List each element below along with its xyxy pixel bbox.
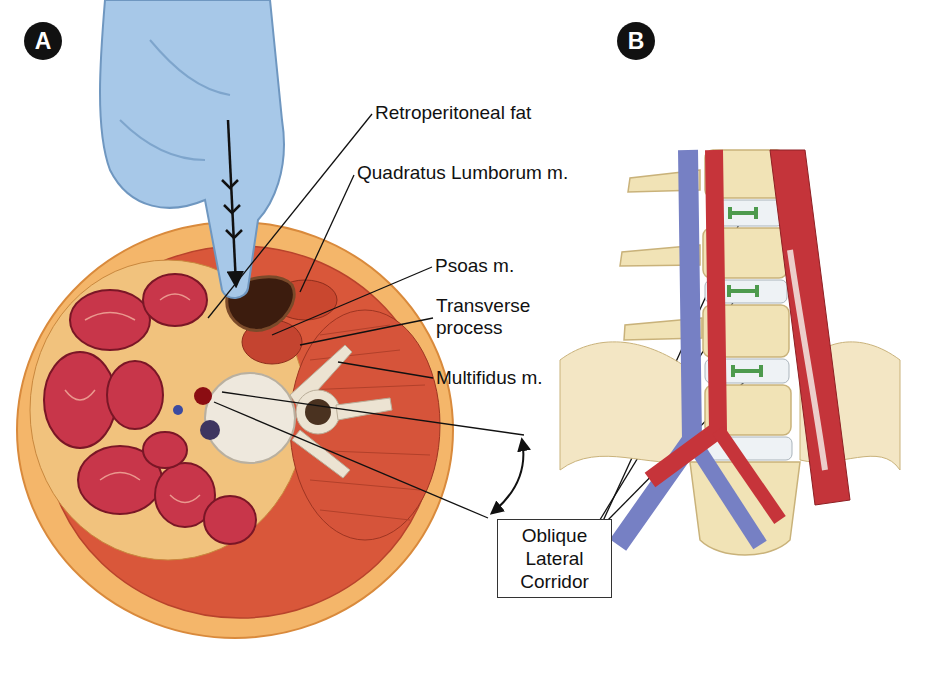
spinal-canal (305, 399, 331, 425)
anatomy-label: Multifidus m. (436, 367, 596, 389)
panel-letter: A (35, 28, 52, 55)
leader-lines (208, 114, 748, 523)
psoas-muscle (770, 150, 850, 505)
panel-letter: B (628, 28, 645, 55)
interbody-implants (729, 207, 761, 377)
muscle-striations (305, 325, 430, 520)
abdominal-cavity (30, 260, 306, 560)
anatomy-label: Retroperitoneal fat (375, 102, 595, 124)
vena-cava (200, 420, 220, 440)
iliac-artery (718, 430, 780, 520)
panel-badge: B (617, 22, 655, 60)
transverse-process-lower (292, 430, 350, 478)
vessel (173, 405, 183, 415)
aorta (650, 150, 718, 480)
node-text: Oblique Lateral Corridor (504, 524, 605, 593)
anatomy-label: Quadratus Lumborum m. (357, 162, 597, 184)
anatomy-label: Transverse process (436, 295, 546, 339)
surgeon-hand (100, 0, 284, 298)
anterior-spine (560, 150, 900, 555)
vertebral-arch (296, 390, 340, 434)
anatomy-label: Psoas m. (435, 255, 565, 277)
iliac-wing-left (560, 342, 690, 470)
vertebral-body (205, 373, 295, 463)
panel-badge: A (24, 22, 62, 60)
aorta (194, 387, 212, 405)
iliac-vein (692, 440, 760, 545)
tendon (790, 250, 825, 470)
corridor-box: Oblique Lateral Corridor (497, 519, 612, 598)
intestine-folds (65, 294, 200, 503)
back-muscles (290, 310, 440, 540)
